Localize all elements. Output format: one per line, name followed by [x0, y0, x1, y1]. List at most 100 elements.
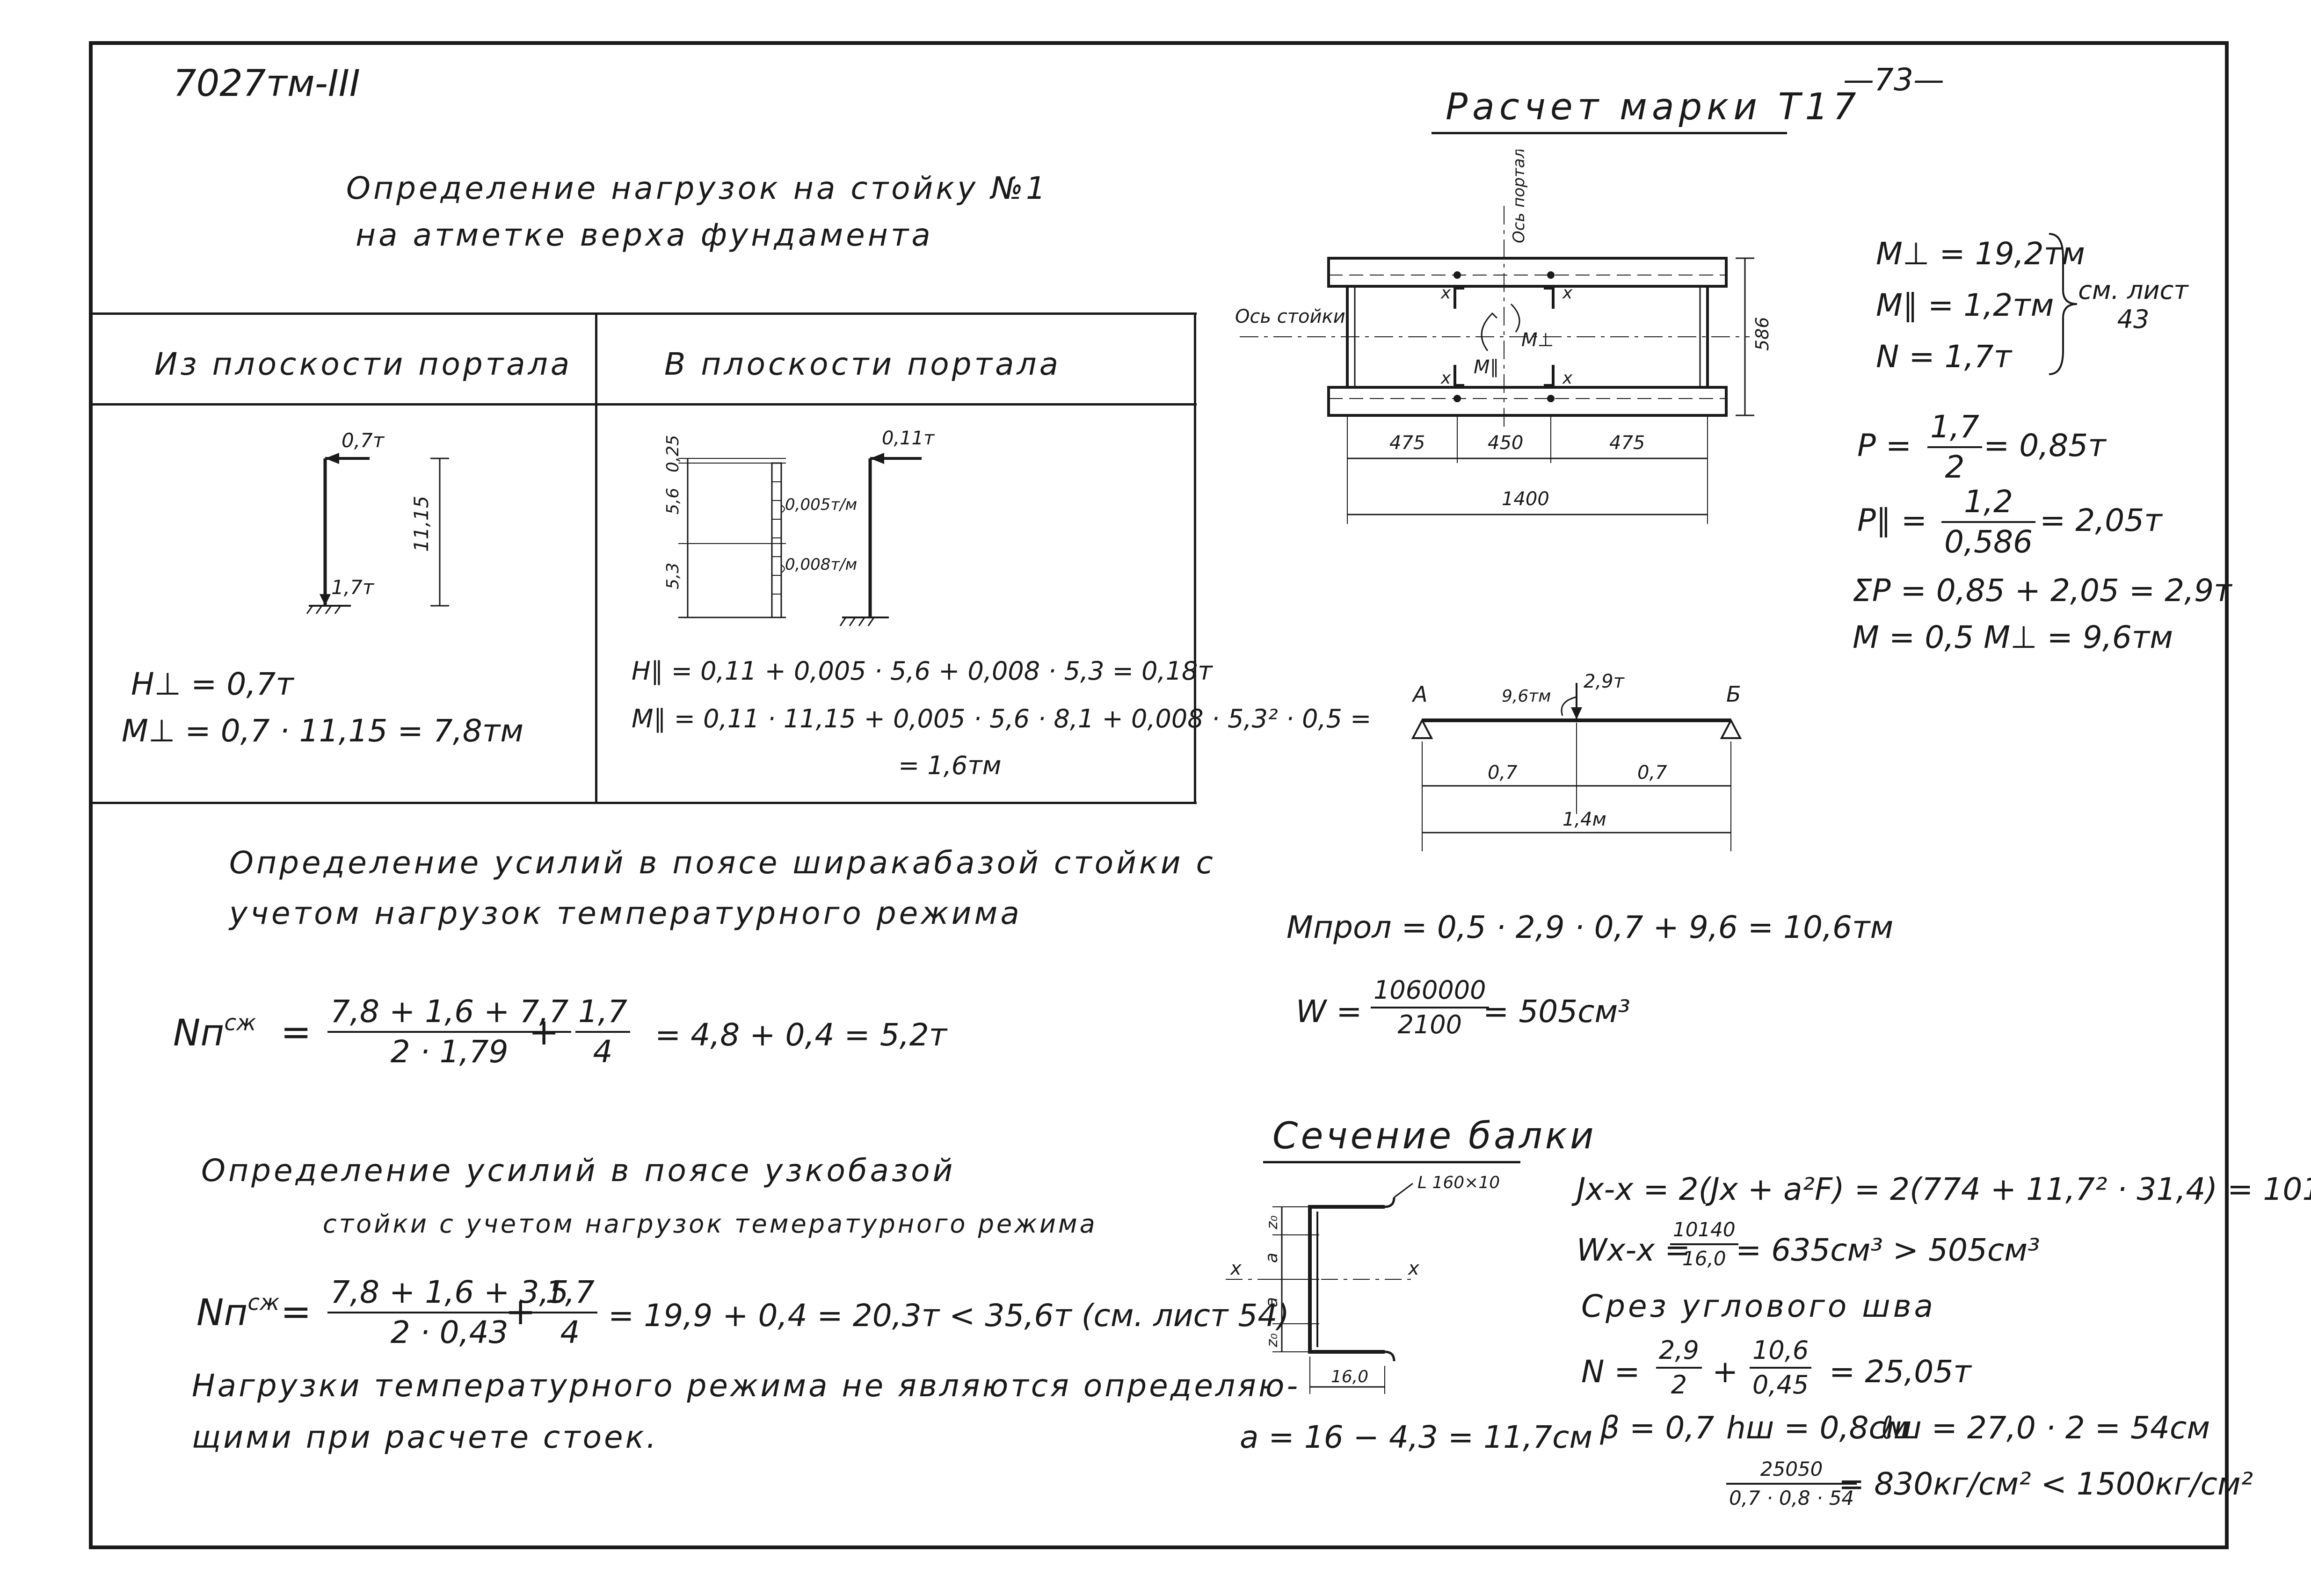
section-z0-bottom: z₀ [1263, 1333, 1281, 1348]
plan-dim-total-label: 1400 [1502, 488, 1549, 510]
note-line1: Нагрузки температурного режима не являют… [192, 1368, 1301, 1404]
wide-result: = 4,8 + 0,4 = 5,2т [655, 1017, 947, 1053]
plan-x-top-left: x [1440, 283, 1451, 303]
section-a-bottom: a [1262, 1297, 1281, 1307]
span-moment: Mпрол = 0,5 · 2,9 · 0,7 + 9,6 = 10,6тм [1286, 909, 1894, 945]
plan-dim-right-label: 475 [1609, 432, 1645, 454]
p2-lhs: P∥ = [1857, 502, 1927, 538]
note-line2: щими при расчете стоек. [192, 1419, 659, 1455]
wide-lhs: Nпсж [173, 1010, 256, 1054]
col-in-plane-header: В плоскости портала [664, 346, 1061, 382]
in-dim-53-label: 5,3 [663, 563, 683, 589]
given-m-par: M∥ = 1,2тм [1876, 287, 2054, 323]
section-title: Сечение балки [1272, 1115, 1597, 1157]
plan-axis-column-label: Ось стойки [1235, 306, 1345, 327]
beam-moment-label: 9,6тм [1502, 687, 1551, 706]
moment-m: M = 0,5 M⊥ = 9,6тм [1853, 619, 2173, 655]
narrow-title-line2: стойки с учетом нагрузок темературного р… [323, 1209, 1097, 1239]
jxx-formula: Jx-x = 2(Jx + a²F) = 2(774 + 11,7² · 31,… [1577, 1171, 2311, 1207]
beam-diagram: A Б 9,6тм 2,9т 0,7 0,7 1,4м [1411, 671, 1742, 851]
out-of-plane-column-diagram: 0,7т 1,7т 11,15 [306, 429, 449, 614]
section-z0-top: z₀ [1263, 1215, 1281, 1230]
in-force-top-label: 0,11т [882, 428, 935, 449]
out-height-label: 11,15 [410, 496, 433, 552]
given-reference: см. лист 43 [2078, 276, 2188, 334]
out-m-formula: M⊥ = 0,7 · 11,15 = 7,8тм [122, 713, 523, 749]
narrow-equals: = [281, 1291, 312, 1333]
p-lhs: P = [1857, 428, 1912, 464]
table-bottom-line [93, 802, 1197, 804]
beam-label-a: A [1411, 682, 1427, 707]
beam-span-left-label: 0,7 [1488, 762, 1518, 783]
plan-axis-portal-label: Ось портала [1510, 150, 1528, 243]
out-h-formula: H⊥ = 0,7т [131, 666, 294, 702]
stress-result: = 830кг/см² < 1500кг/см² [1839, 1466, 2253, 1502]
loads-title-line2: на атметке верха фундамента [356, 217, 933, 253]
table-top-line [93, 312, 1197, 315]
beam-label-b: Б [1726, 682, 1741, 707]
calc-title: Расчет марки Т17 [1446, 86, 1861, 128]
table-divider [595, 312, 597, 804]
given-m-perp: M⊥ = 19,2тм [1876, 236, 2085, 272]
section-x-right: x [1407, 1258, 1419, 1279]
in-dim-025-label: 0,25 [663, 435, 683, 472]
wxx-result: = 635см³ > 505см³ [1736, 1232, 2040, 1268]
narrow-result: = 19,9 + 0,4 = 20,3т < 35,6т (см. лист 5… [608, 1298, 1290, 1334]
w-lhs: W = [1296, 994, 1362, 1030]
wide-title-line2: учетом нагрузок температурного режима [229, 895, 1022, 931]
beam-span-right-label: 0,7 [1637, 762, 1667, 783]
plan-dim-mid-label: 450 [1488, 432, 1523, 454]
plan-x-bottom-left: x [1440, 369, 1451, 388]
hw-value: hш = 0,8см [1726, 1410, 1909, 1446]
in-m-formula-line1: M∥ = 0,11 · 11,15 + 0,005 · 5,6 · 8,1 + … [632, 704, 1372, 733]
calc-title-underline [1432, 132, 1787, 134]
p-result: = 0,85т [1984, 428, 2106, 464]
narrow-lhs: Nпсж [196, 1290, 280, 1334]
beta-value: β = 0,7 [1600, 1410, 1715, 1446]
t17-plan-drawing: x x x x M∥ M⊥ Ось портала Ось стойки 586… [1235, 150, 1773, 524]
weld-title: Срез углового шва [1581, 1288, 1936, 1324]
loads-title-line1: Определение нагрузок на стойку №1 [346, 170, 1048, 206]
given-n: N = 1,7т [1876, 339, 2012, 375]
in-dim-56-label: 5,6 [663, 488, 683, 515]
section-width-label: 16,0 [1331, 1367, 1368, 1386]
plan-x-bottom-right: x [1562, 369, 1573, 388]
plan-dim-left-label: 475 [1389, 432, 1425, 454]
w-result: = 505см³ [1483, 994, 1630, 1030]
wide-plus: + [529, 1011, 560, 1053]
plan-m-perp-label: M⊥ [1521, 329, 1554, 351]
in-load2-label: 0,008т/м [785, 555, 857, 574]
wide-title-line1: Определение усилий в поясе ширакабазой с… [229, 845, 1216, 881]
out-force-top-label: 0,7т [342, 429, 385, 452]
n-plus: + [1712, 1354, 1738, 1390]
drawing-sheet-frame [89, 41, 2229, 1549]
plan-x-top-right: x [1562, 283, 1573, 303]
narrow-title-line1: Определение усилий в поясе узкобазой [201, 1153, 956, 1189]
in-h-formula: H∥ = 0,11 + 0,005 · 5,6 + 0,008 · 5,3 = … [632, 656, 1213, 686]
beam-section-drawing: L 160×10 x x z₀ a a z₀ 16,0 [1226, 1173, 1500, 1394]
section-angle-label: L 160×10 [1417, 1173, 1500, 1192]
lw-value: ℓш = 27,0 · 2 = 54см [1881, 1410, 2210, 1446]
n-lhs: N = [1581, 1354, 1640, 1390]
a-value: a = 16 − 4,3 = 11,7см [1240, 1419, 1593, 1455]
beam-span-total-label: 1,4м [1562, 809, 1606, 830]
wide-equals: = [281, 1011, 312, 1053]
table-right-line [1194, 312, 1196, 804]
plan-m-par-label: M∥ [1474, 356, 1499, 378]
in-load1-label: 0,005т/м [785, 495, 857, 514]
wxx-lhs: Wx-x = [1577, 1232, 1691, 1268]
p2-result: = 2,05т [2040, 502, 2162, 538]
in-plane-column-diagram: 0,11т 0,005т/м 0,008т/м 0,25 5,6 5,3 [663, 428, 935, 626]
col-out-of-plane-header: Из плоскости портала [154, 346, 573, 382]
section-x-left: x [1229, 1258, 1242, 1279]
